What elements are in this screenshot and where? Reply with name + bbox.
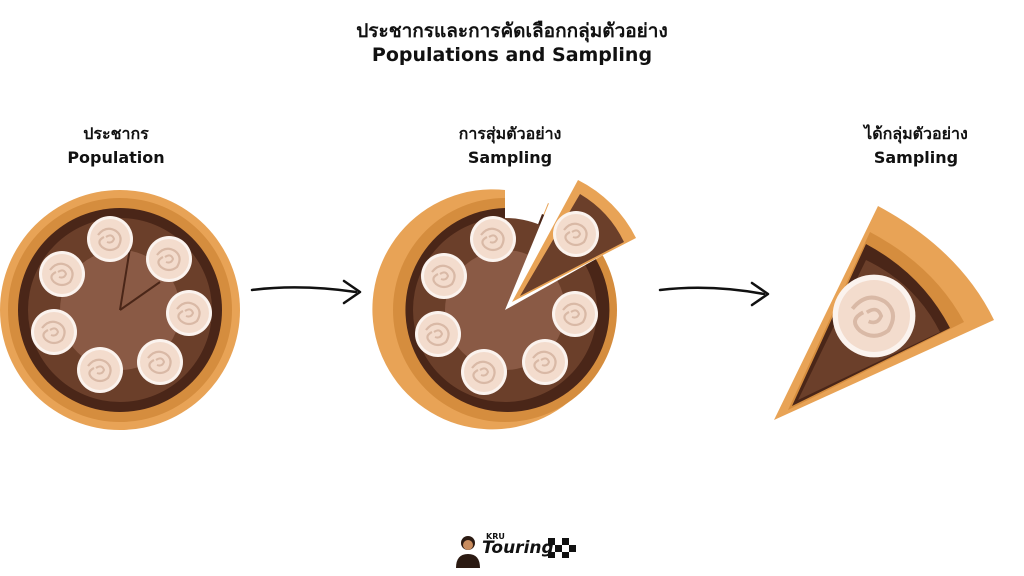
cream-dollop: [419, 251, 469, 301]
cream-dollop: [144, 234, 194, 284]
stage-label-english: Sampling: [467, 148, 553, 167]
stage-label-english: Population: [67, 148, 165, 167]
cream-dollop: [468, 214, 518, 264]
cream-dollop: [37, 249, 87, 299]
cream-dollop: [830, 272, 918, 360]
cream-dollop: [164, 288, 214, 338]
brand-name: Touring: [482, 538, 554, 558]
stage-label-thai: ได้กลุ่มตัวอย่าง: [864, 124, 968, 143]
sample-slice: [774, 206, 994, 420]
diagram-title-thai: ประชากรและการคัดเลือกกลุ่มตัวอย่าง: [356, 20, 668, 42]
pie-with-removed-slice: [372, 180, 636, 430]
cream-dollop: [75, 345, 125, 395]
cream-dollop: [29, 307, 79, 357]
cream-dollop: [459, 347, 509, 397]
cream-dollop: [135, 337, 185, 387]
arrow-right-icon: [658, 281, 770, 307]
cream-dollop: [551, 209, 601, 259]
diagram-title-english: Populations and Sampling: [371, 44, 653, 66]
cream-dollop: [413, 309, 463, 359]
cream-dollop: [550, 289, 600, 339]
stage-label-english: Sampling: [873, 148, 959, 167]
stage-label-sampling: การสุ่มตัวอย่าง Sampling: [380, 122, 640, 170]
stage-label-thai: การสุ่มตัวอย่าง: [458, 124, 562, 143]
cream-dollop: [85, 214, 135, 264]
stage-label-sample-obtained: ได้กลุ่มตัวอย่าง Sampling: [786, 122, 1024, 170]
arrow-right-icon: [250, 279, 362, 305]
cream-dollop: [520, 337, 570, 387]
brand-small-text: KRU: [486, 532, 505, 541]
detached-slice: [512, 180, 636, 302]
checkered-flag-icon: [548, 538, 576, 558]
whole-pie: [0, 190, 240, 430]
person-icon: [456, 536, 480, 568]
brand-logo: KRU Touring: [448, 532, 578, 568]
stage-label-thai: ประชากร: [83, 124, 149, 143]
stage-label-population: ประชากร Population: [0, 122, 246, 170]
